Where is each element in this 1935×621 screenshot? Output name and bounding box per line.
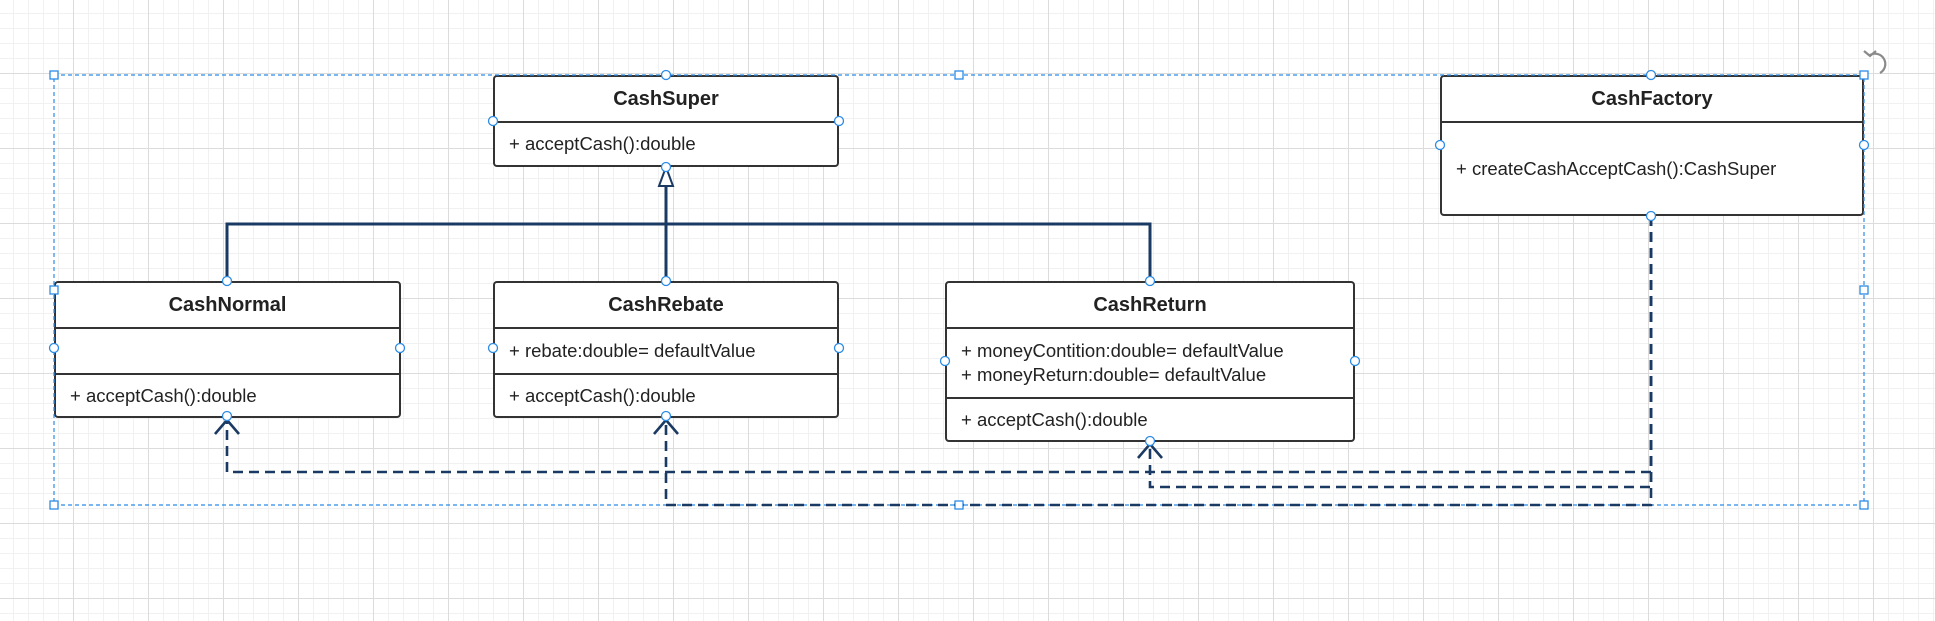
operations-section: + acceptCash():double xyxy=(495,123,837,165)
class-cash-super[interactable]: CashSuper + acceptCash():double xyxy=(493,75,839,167)
attributes-section xyxy=(56,329,399,375)
operations-section: + acceptCash():double xyxy=(947,399,1353,440)
class-cash-normal[interactable]: CashNormal + acceptCash():double xyxy=(54,281,401,418)
operation: + acceptCash():double xyxy=(961,408,1148,430)
operations-section: + acceptCash():double xyxy=(495,375,837,416)
operations-section: + createCashAcceptCash():CashSuper xyxy=(1442,123,1862,214)
attributes-section: + moneyContition:double= defaultValue + … xyxy=(947,329,1353,399)
class-name: CashFactory xyxy=(1442,77,1862,123)
attribute: + moneyReturn:double= defaultValue xyxy=(961,364,1267,385)
operation: + acceptCash():double xyxy=(70,384,257,406)
attributes-section: + rebate:double= defaultValue xyxy=(495,329,837,375)
class-name: CashReturn xyxy=(947,283,1353,329)
attribute: + rebate:double= defaultValue xyxy=(509,340,756,361)
class-cash-rebate[interactable]: CashRebate + rebate:double= defaultValue… xyxy=(493,281,839,418)
class-name: CashNormal xyxy=(56,283,399,329)
class-name: CashSuper xyxy=(495,77,837,123)
operations-section: + acceptCash():double xyxy=(56,375,399,416)
class-cash-factory[interactable]: CashFactory + createCashAcceptCash():Cas… xyxy=(1440,75,1864,216)
attribute: + moneyContition:double= defaultValue xyxy=(961,340,1284,361)
class-name: CashRebate xyxy=(495,283,837,329)
operation: + createCashAcceptCash():CashSuper xyxy=(1456,157,1777,179)
class-cash-return[interactable]: CashReturn + moneyContition:double= defa… xyxy=(945,281,1355,442)
operation: + acceptCash():double xyxy=(509,133,696,154)
operation: + acceptCash():double xyxy=(509,384,696,406)
